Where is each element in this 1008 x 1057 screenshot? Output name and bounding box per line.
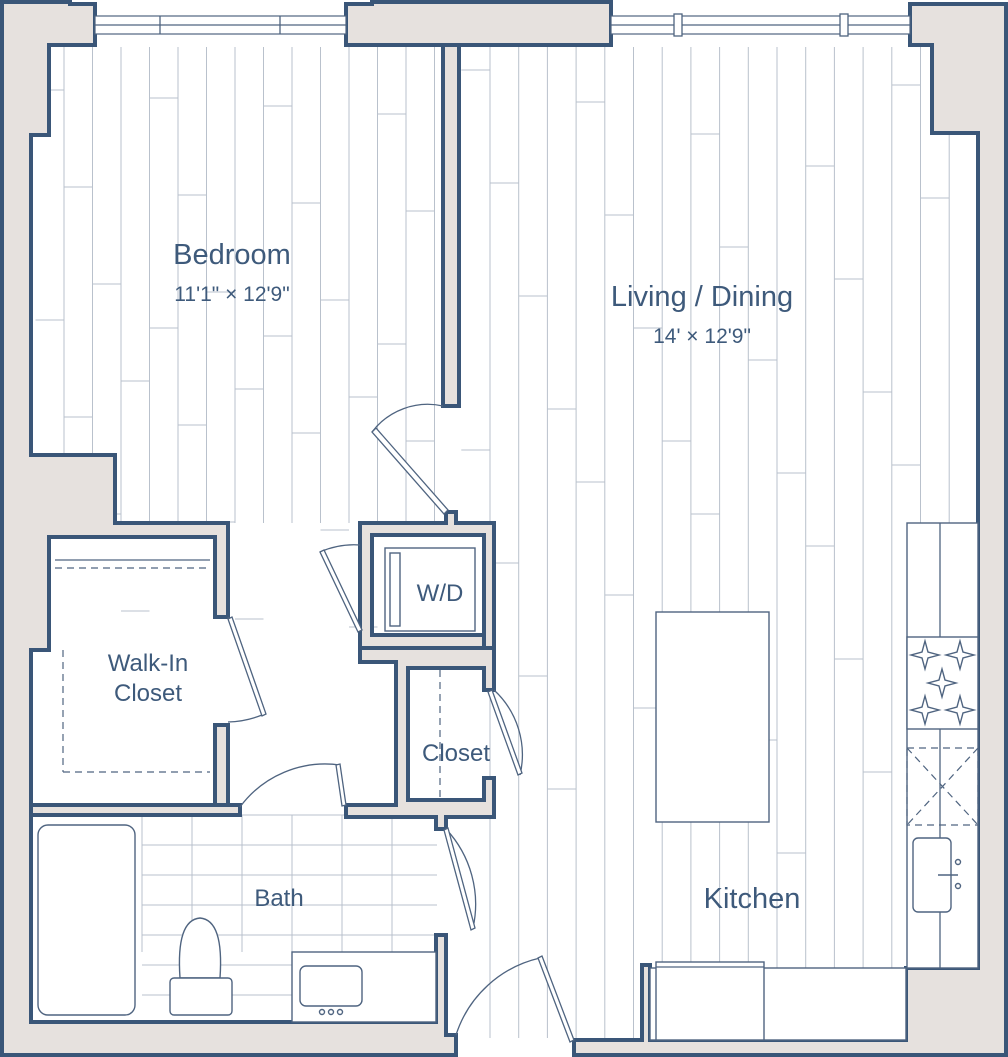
bath-fixtures xyxy=(37,824,437,1023)
washer-dryer-label: W/D xyxy=(417,580,464,607)
toilet-tank xyxy=(169,977,233,1016)
closet-label: Closet xyxy=(422,740,490,767)
bedroom-dimensions: 11'1" × 12'9" xyxy=(174,283,289,306)
bath-top-wall xyxy=(29,803,242,817)
bedroom-label: Bedroom xyxy=(173,239,291,271)
walk-in-closet-label-line1: Walk-In xyxy=(108,650,188,677)
door-swing-bath xyxy=(239,763,341,808)
doors xyxy=(227,403,575,1043)
bath-label: Bath xyxy=(254,885,303,912)
bath-sink xyxy=(299,965,363,1007)
closet-enclosure xyxy=(344,646,496,831)
kitchen-label: Kitchen xyxy=(704,883,801,915)
door-swing-wd xyxy=(319,544,361,553)
walk-in-closet-label-line2: Closet xyxy=(114,680,182,707)
door-swing-closet xyxy=(493,689,523,776)
living-dining-label: Living / Dining xyxy=(611,281,793,313)
refrigerator xyxy=(655,961,765,1041)
door-swing-entry xyxy=(455,957,541,1036)
door-swing-bedroom xyxy=(371,403,444,433)
windows xyxy=(94,13,911,37)
stove-burners xyxy=(908,638,977,727)
room-labels: Bedroom 11'1" × 12'9" Living / Dining 14… xyxy=(108,239,801,915)
washer-dryer-unit xyxy=(384,547,476,632)
closet-fixtures xyxy=(55,559,441,798)
door-swing-bath-2 xyxy=(445,828,477,929)
exterior-wall-left xyxy=(0,0,458,1057)
exterior-wall-top-mid xyxy=(344,0,613,47)
dishwasher xyxy=(906,747,979,826)
partition-wall-bedroom xyxy=(441,43,461,408)
bathtub xyxy=(37,824,136,1016)
living-dining-dimensions: 14' × 12'9" xyxy=(653,325,751,348)
kitchen-island xyxy=(655,611,770,823)
kitchen-fixtures xyxy=(649,522,979,1041)
toilet-bowl xyxy=(178,917,222,979)
